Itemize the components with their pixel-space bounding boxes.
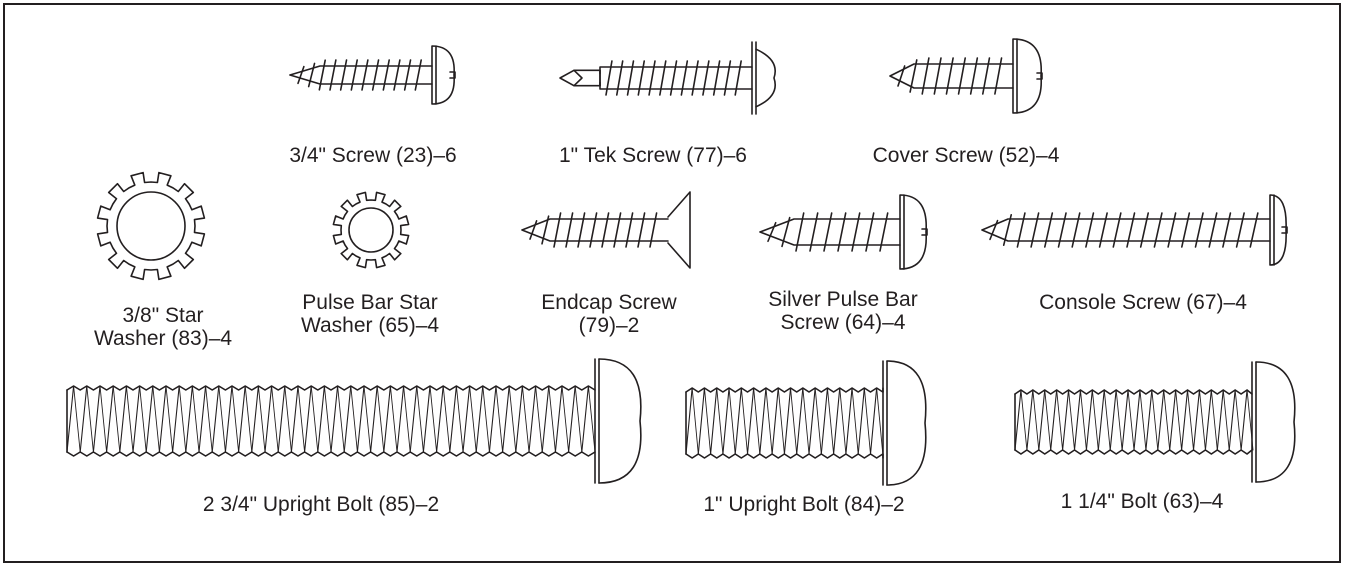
- cover-screw-drawing: [889, 38, 1043, 114]
- upright-bolt-1-drawing: [685, 360, 927, 486]
- label-console-screw: Console Screw (67)–4: [1039, 291, 1247, 314]
- upright-bolt-2-3-4-drawing: [66, 358, 642, 484]
- label-tek-screw-1: 1" Tek Screw (77)–6: [559, 144, 747, 167]
- screw-3-4-drawing: [289, 45, 456, 105]
- label-bolt-1-1-4: 1 1/4" Bolt (63)–4: [1060, 490, 1224, 513]
- label-screw-3-4: 3/4" Screw (23)–6: [289, 144, 457, 167]
- label-cover-screw: Cover Screw (52)–4: [872, 144, 1060, 167]
- label-upright-bolt-1: 1" Upright Bolt (84)–2: [703, 493, 905, 516]
- label-silver-pulse-bar-screw: Silver Pulse Bar Screw (64)–4: [768, 288, 918, 334]
- endcap-screw-drawing: [521, 191, 691, 269]
- star-washer-3-8-drawing: [96, 171, 206, 281]
- label-upright-bolt-2-3-4: 2 3/4" Upright Bolt (85)–2: [202, 493, 440, 516]
- label-star-washer-3-8: 3/8" Star Washer (83)–4: [93, 304, 233, 350]
- console-screw-drawing: [981, 194, 1288, 266]
- pulse-bar-star-washer-drawing: [332, 191, 410, 269]
- tek-screw-1-drawing: [559, 41, 776, 115]
- label-endcap-screw: Endcap Screw (79)–2: [541, 291, 677, 337]
- silver-pulse-bar-screw-drawing: [759, 194, 928, 270]
- label-pulse-bar-star-washer: Pulse Bar Star Washer (65)–4: [300, 291, 440, 337]
- bolt-1-1-4-drawing: [1014, 361, 1296, 483]
- parts-diagram-frame: [3, 3, 1341, 563]
